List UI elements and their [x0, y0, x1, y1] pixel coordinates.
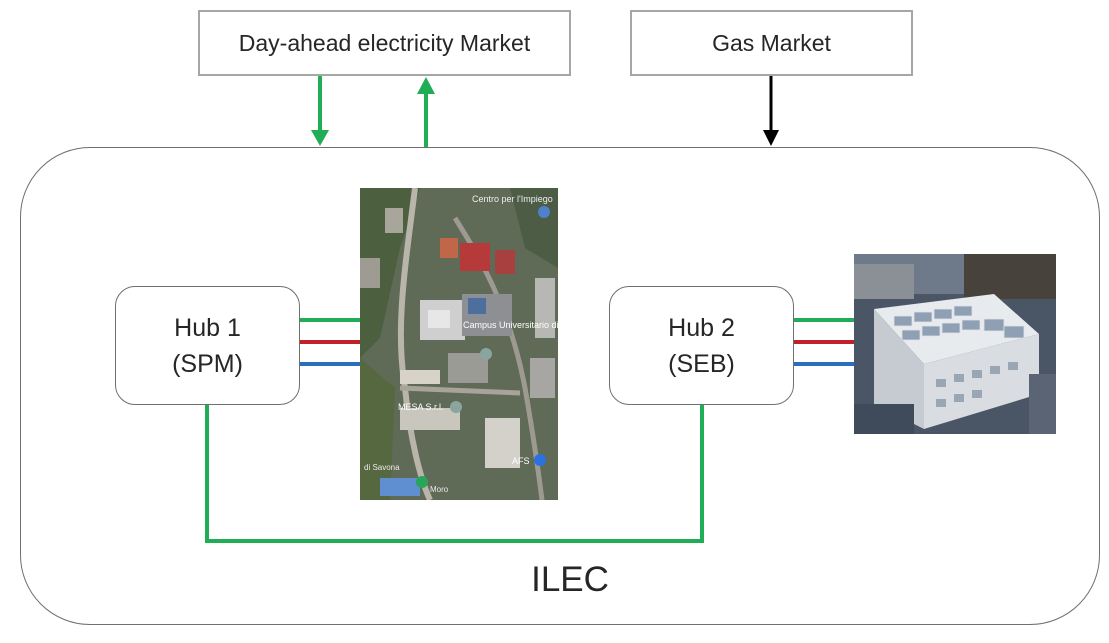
- map-label-centro: Centro per l'Impiego: [472, 194, 553, 204]
- electricity-import-arrowhead: [311, 130, 329, 146]
- hub-1-box: Hub 1 (SPM): [115, 286, 300, 405]
- electricity-market-label: Day-ahead electricity Market: [238, 29, 531, 56]
- hub-1-code: (SPM): [172, 349, 243, 378]
- map-label-afs: AFS: [512, 456, 530, 466]
- ilec-label: ILEC: [531, 560, 609, 599]
- campus-satellite-map: Centro per l'Impiego Campus Universitari…: [360, 188, 558, 500]
- electricity-market-box: Day-ahead electricity Market: [198, 10, 571, 76]
- map-label-moro: Moro: [430, 485, 449, 494]
- gas-market-box: Gas Market: [630, 10, 913, 76]
- hub-2-code: (SEB): [668, 349, 735, 378]
- map-label-campus: Campus Universitario di Savona: [463, 320, 558, 330]
- map-label-mesa: MESA S.r.l.: [398, 402, 444, 412]
- building-aerial-photo: [854, 254, 1056, 434]
- gas-market-label: Gas Market: [712, 29, 831, 56]
- hub-interconnection-line: [205, 404, 704, 543]
- map-label-savona: di Savona: [364, 463, 400, 472]
- gas-import-arrowhead: [763, 130, 779, 146]
- hub-2-box: Hub 2 (SEB): [609, 286, 794, 405]
- electricity-export-arrowhead: [417, 77, 435, 94]
- ilec-boundary: [20, 147, 1100, 625]
- hub-1-name: Hub 1: [174, 313, 241, 342]
- hub-2-name: Hub 2: [668, 313, 735, 342]
